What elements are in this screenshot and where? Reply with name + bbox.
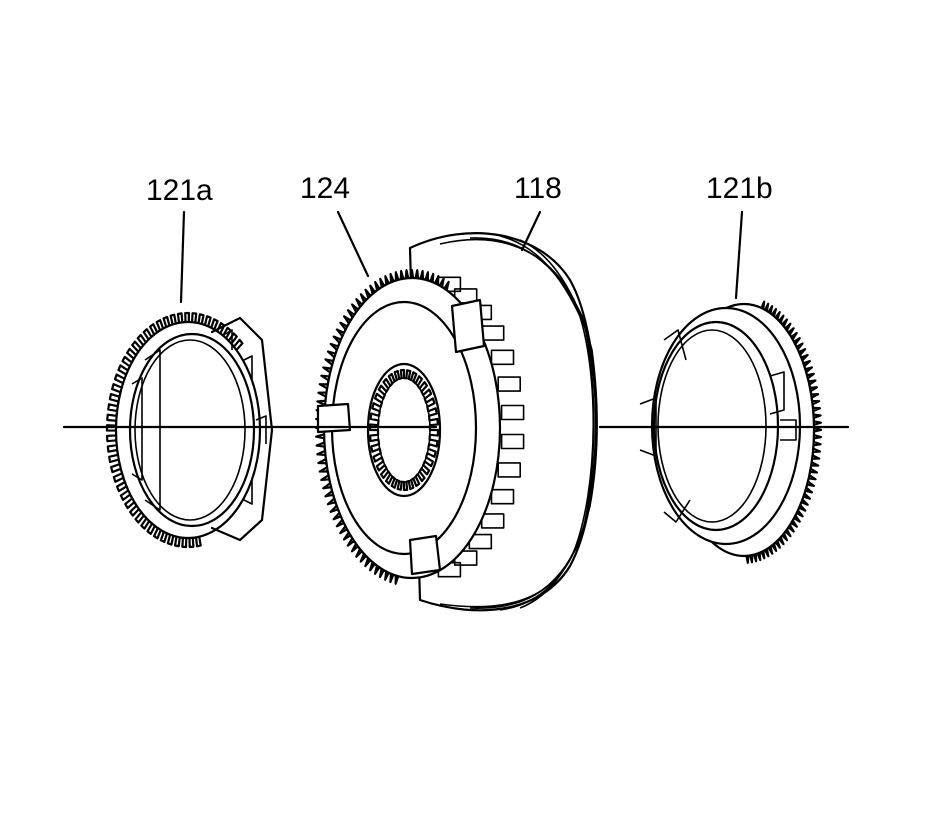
callout-121b: 121b — [706, 172, 773, 205]
synchronizer-hub-124 — [314, 268, 502, 585]
sleeve-spline — [490, 349, 515, 366]
leader-lines — [179, 210, 744, 304]
callout-121a: 121a — [146, 174, 213, 207]
sleeve-spline — [497, 376, 522, 392]
synchronizer-ring-121b — [638, 300, 823, 564]
sleeve-spline — [500, 433, 525, 450]
sleeve-spline — [497, 462, 522, 478]
sleeve-spline — [490, 488, 515, 505]
synchronizer-ring-121a — [105, 311, 274, 549]
sleeve-spline — [500, 404, 525, 421]
callout-118: 118 — [514, 172, 562, 205]
callout-124: 124 — [300, 172, 350, 205]
